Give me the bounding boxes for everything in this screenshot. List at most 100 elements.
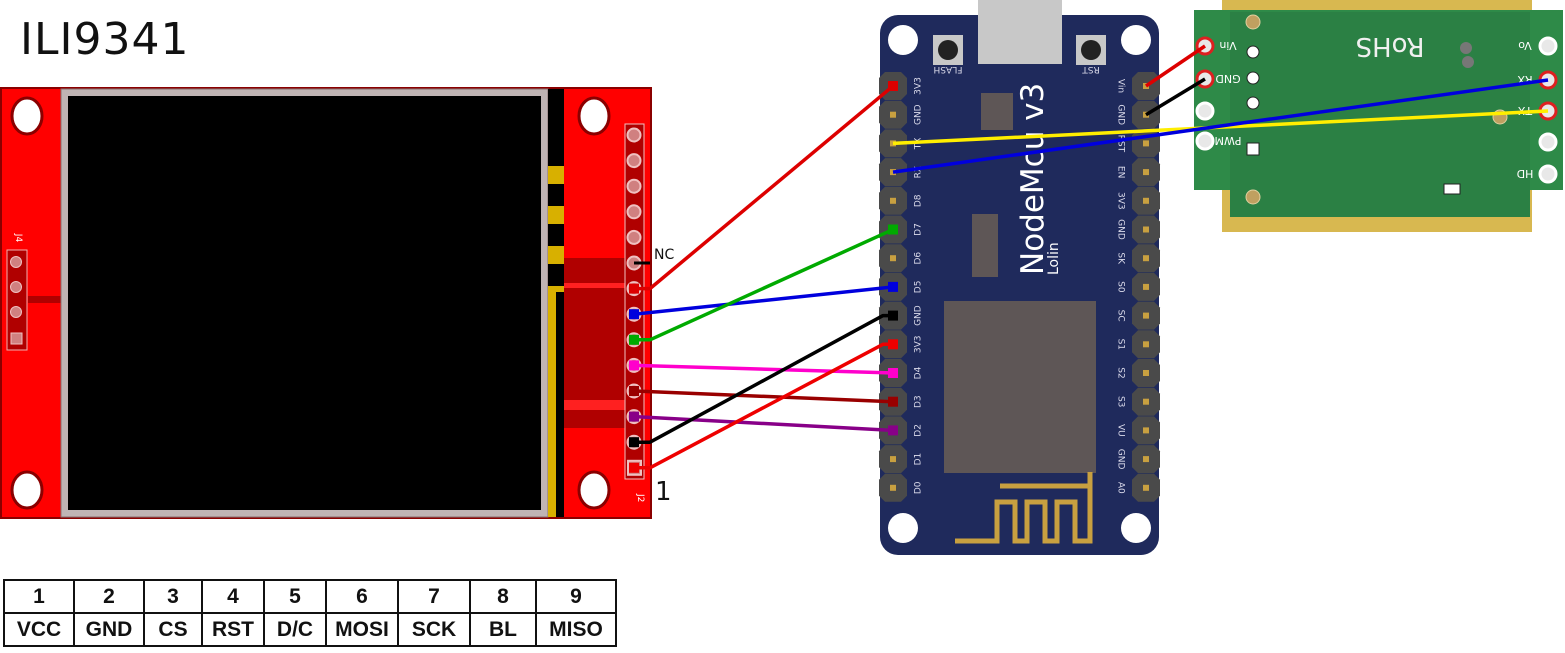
header-pin-pad[interactable] <box>890 197 896 204</box>
j2-pin <box>626 204 642 220</box>
pin-label: GND <box>1116 449 1126 470</box>
pin-name-cell: SCK <box>397 612 471 647</box>
header-pin-pad[interactable] <box>1143 197 1149 204</box>
pin-label: Vin <box>1116 79 1126 93</box>
sensor-pin-label: GND <box>1215 72 1240 85</box>
header-pin-pad[interactable] <box>1143 283 1149 290</box>
wire[interactable] <box>633 363 894 375</box>
flex-trace <box>548 286 564 517</box>
wire[interactable] <box>634 84 895 291</box>
sensor-pin-label: PWM <box>1214 134 1241 147</box>
pin-label: GND <box>1116 104 1126 125</box>
wire[interactable] <box>892 78 1549 174</box>
jumper <box>1443 183 1461 195</box>
ic-chip <box>981 93 1013 130</box>
header-pin-pad[interactable] <box>1143 398 1149 405</box>
rst-button[interactable]: RST <box>1076 35 1106 74</box>
flash-button[interactable]: FLASH <box>933 35 963 74</box>
pin-label: D3 <box>914 395 924 408</box>
wire-end <box>629 309 639 320</box>
pin-name-cell: MOSI <box>325 612 399 647</box>
wires <box>629 44 1549 473</box>
pin-number-cell: 2 <box>73 579 145 614</box>
header-pin-pad[interactable] <box>1143 427 1149 434</box>
sensor-pin[interactable] <box>1538 164 1558 184</box>
flex-contact <box>548 246 564 264</box>
wire[interactable] <box>1145 44 1206 88</box>
diagram-title: ILI9341 <box>20 14 190 65</box>
header-pin-pad[interactable] <box>890 456 896 463</box>
header-pin-pad[interactable] <box>1143 140 1149 147</box>
header-pin-pad[interactable] <box>1143 226 1149 233</box>
j2-label: J2 <box>635 493 645 502</box>
j4-pin <box>10 306 22 318</box>
pin-name-cell: RST <box>201 612 265 647</box>
via <box>1246 71 1260 85</box>
header-pin-pad[interactable] <box>1143 370 1149 376</box>
header-pin-pad[interactable] <box>1143 312 1149 319</box>
component <box>1460 42 1472 54</box>
pin-number-cell: 6 <box>325 579 399 614</box>
sensor-pin[interactable] <box>1195 101 1215 121</box>
pin-number-cell: 9 <box>535 579 617 614</box>
header-pin-pad[interactable] <box>1143 169 1149 176</box>
pin-name-cell: GND <box>73 612 145 647</box>
pin-label: 3V3 <box>914 335 924 353</box>
mount-hole <box>888 25 918 55</box>
component <box>1462 56 1474 68</box>
tft-copper-gap <box>564 283 626 288</box>
header-pin-pad[interactable] <box>1143 255 1149 262</box>
wire-end <box>629 462 639 473</box>
pin-label: EN <box>1116 166 1126 178</box>
sensor-pin[interactable] <box>1538 132 1558 152</box>
j4-label: J4 <box>13 233 23 243</box>
wire-end <box>888 396 898 407</box>
wire[interactable] <box>633 389 894 404</box>
pin-name-cell: VCC <box>3 612 75 647</box>
tft-screen <box>68 96 541 510</box>
flex-contact <box>548 166 564 184</box>
header-pin-pad[interactable] <box>890 255 896 262</box>
flash-label: FLASH <box>933 64 962 74</box>
pin-label: RX <box>914 166 924 178</box>
wire[interactable] <box>1145 77 1206 117</box>
rst-label: RST <box>1082 64 1100 74</box>
tft-j4-header: J4 <box>6 233 28 351</box>
header-pin-pad[interactable] <box>890 111 896 118</box>
wire[interactable] <box>633 285 894 316</box>
mount-hole <box>577 470 611 510</box>
tft-board: J4 J2 1 NC <box>0 87 674 519</box>
wire-end <box>888 425 898 436</box>
wire[interactable] <box>634 342 893 470</box>
wire-end <box>888 339 898 350</box>
sensor-pin[interactable] <box>1195 131 1215 151</box>
mount-hole <box>1121 513 1151 543</box>
pin-label: D6 <box>914 252 924 265</box>
pin-number-cell: 5 <box>263 579 327 614</box>
wire-end <box>888 281 898 292</box>
j4-pin <box>10 281 22 293</box>
header-pin-pad[interactable] <box>1143 456 1149 463</box>
tft-copper-gap <box>564 400 626 410</box>
pin-name-cell: MISO <box>535 612 617 647</box>
j4-pin-square <box>10 332 23 345</box>
j2-pin <box>626 178 642 194</box>
header-pin-pad[interactable] <box>890 484 896 491</box>
header-pin-pad[interactable] <box>1143 484 1149 491</box>
via <box>1246 96 1260 110</box>
wire-end <box>629 283 639 294</box>
wire[interactable] <box>634 227 894 342</box>
pin-label: VU <box>1116 424 1126 437</box>
pin-label: S1 <box>1116 339 1126 350</box>
via <box>1246 45 1260 59</box>
pin1-marker: 1 <box>655 477 672 507</box>
j2-pin <box>626 127 642 143</box>
j2-pin <box>626 153 642 169</box>
wire[interactable] <box>633 414 894 433</box>
sensor-pin[interactable] <box>1538 36 1558 56</box>
pin-label: D5 <box>914 281 924 294</box>
pin-label: SC <box>1116 310 1126 322</box>
header-pin-pad[interactable] <box>1143 341 1149 348</box>
